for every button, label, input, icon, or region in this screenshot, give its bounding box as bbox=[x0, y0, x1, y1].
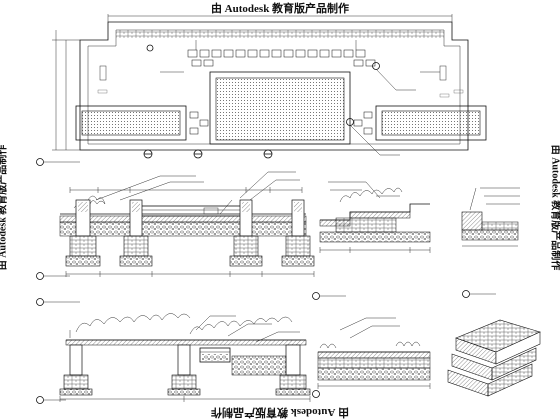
section-detail-5 bbox=[312, 317, 431, 398]
section-detail-2 bbox=[36, 298, 311, 404]
watermark-top: 由 Autodesk 教育版产品制作 bbox=[210, 3, 350, 15]
section-detail-6-isometric bbox=[447, 319, 541, 397]
section-detail-4 bbox=[461, 187, 520, 298]
section-detail-1 bbox=[36, 158, 315, 280]
section-detail-3 bbox=[312, 181, 431, 300]
plan-view bbox=[52, 14, 487, 159]
